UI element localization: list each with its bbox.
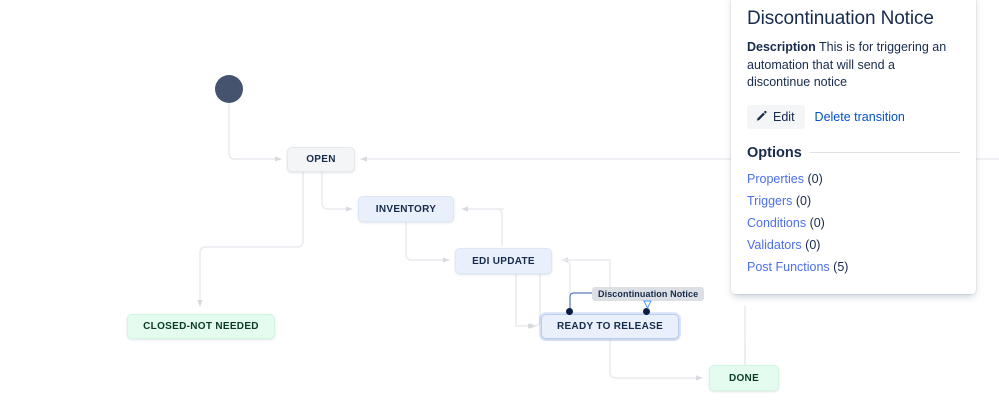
options-heading: Options <box>747 144 802 161</box>
options-divider <box>809 152 960 153</box>
options-heading-row: Options <box>747 145 960 161</box>
option-count-validators: (0) <box>805 237 821 252</box>
option-link-properties[interactable]: Properties <box>747 171 804 186</box>
transition-label-discontinuation-notice[interactable]: Discontinuation Notice <box>592 287 705 301</box>
node-closed-not-needed[interactable]: CLOSED-NOT NEEDED <box>127 314 275 339</box>
option-row-triggers: Triggers (0) <box>747 190 960 212</box>
edge-edi-to-ready <box>530 273 541 329</box>
option-count-post-functions: (5) <box>833 259 849 274</box>
transition-description: Description This is for triggering an au… <box>747 39 960 92</box>
option-count-triggers: (0) <box>795 193 812 208</box>
edit-button[interactable]: Edit <box>747 104 805 129</box>
edge-start-to-open <box>228 102 282 162</box>
transition-target-handle[interactable] <box>643 308 650 315</box>
option-row-post-functions: Post Functions (5) <box>747 256 960 278</box>
node-done-label: DONE <box>728 372 760 384</box>
transition-arrow-marker-icon <box>643 300 652 309</box>
option-link-post-functions[interactable]: Post Functions <box>747 259 830 274</box>
transition-connector-line <box>569 292 595 312</box>
node-inventory[interactable]: INVENTORY <box>358 196 454 222</box>
node-closed-not-needed-label: CLOSED-NOT NEEDED <box>143 321 259 332</box>
edge-open-to-inventory <box>321 172 353 212</box>
option-link-triggers[interactable]: Triggers <box>747 193 793 208</box>
node-open[interactable]: OPEN <box>287 147 355 172</box>
transition-label-text: Discontinuation Notice <box>598 289 699 299</box>
transition-source-handle[interactable] <box>566 308 573 315</box>
panel-action-row: Edit Delete transition <box>747 104 960 129</box>
options-list: Properties (0) Triggers (0) Conditions (… <box>747 168 960 278</box>
delete-transition-link[interactable]: Delete transition <box>814 109 905 124</box>
edge-inventory-to-edi <box>405 222 450 263</box>
node-done[interactable]: DONE <box>709 365 779 391</box>
node-inventory-label: INVENTORY <box>375 203 437 215</box>
description-text: This is for triggering an automation tha… <box>747 40 947 89</box>
node-ready-to-release-label: READY TO RELEASE <box>556 321 664 332</box>
transition-details-panel: Discontinuation Notice Description This … <box>731 0 976 294</box>
option-count-conditions: (0) <box>809 215 825 230</box>
node-ready-to-release[interactable]: READY TO RELEASE <box>541 314 679 339</box>
edge-ready-to-done <box>609 339 703 381</box>
edge-edi-to-inventory <box>461 206 503 247</box>
node-edi-update-label: EDI UPDATE <box>472 255 535 267</box>
panel-title: Discontinuation Notice <box>747 8 934 29</box>
node-edi-update[interactable]: EDI UPDATE <box>455 248 552 274</box>
option-row-properties: Properties (0) <box>747 168 960 190</box>
option-count-properties: (0) <box>807 171 823 186</box>
description-label: Description <box>747 40 816 54</box>
node-open-label: OPEN <box>306 154 336 165</box>
option-link-conditions[interactable]: Conditions <box>747 215 807 230</box>
workflow-start-node[interactable] <box>215 75 243 103</box>
option-link-validators[interactable]: Validators <box>747 237 802 252</box>
option-row-validators: Validators (0) <box>747 234 960 256</box>
edit-button-label: Edit <box>773 109 795 124</box>
pencil-icon <box>756 110 767 121</box>
option-row-conditions: Conditions (0) <box>747 212 960 234</box>
edge-open-to-closed <box>197 172 304 307</box>
